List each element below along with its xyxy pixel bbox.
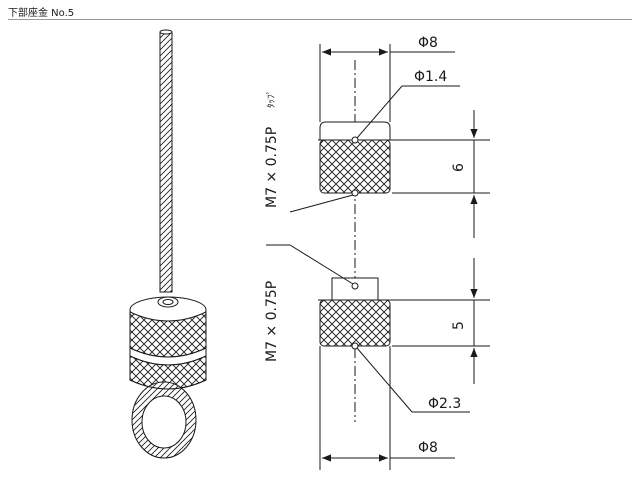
svg-text:M7 × 0.75P: M7 × 0.75P: [264, 281, 280, 362]
svg-text:M7 × 0.75P: M7 × 0.75P: [264, 127, 280, 208]
dimension-drawing: [266, 44, 490, 470]
top-thread-suffix: ﾀｯﾌﾟ: [266, 90, 277, 108]
top-outer-diameter-label: Φ8: [418, 35, 438, 51]
bottom-fitting-knurl: [319, 299, 391, 347]
top-hole-diameter-label: Φ1.4: [414, 69, 447, 85]
top-height-label: 6: [451, 163, 467, 172]
bottom-thread-label: M7 × 0.75P: [264, 281, 280, 362]
page-title: 下部座金 No.5: [8, 8, 75, 19]
bottom-hole-diameter-label: Φ2.3: [428, 396, 461, 412]
top-fitting-knurl: [319, 139, 391, 194]
bottom-outer-diameter-label: Φ8: [418, 440, 438, 456]
fitting-illustration: [129, 29, 207, 459]
bottom-height-label: 5: [451, 321, 467, 330]
wire: [159, 31, 173, 293]
title-divider: [8, 19, 632, 20]
top-thread-label: M7 × 0.75P ﾀｯﾌﾟ: [264, 90, 280, 208]
